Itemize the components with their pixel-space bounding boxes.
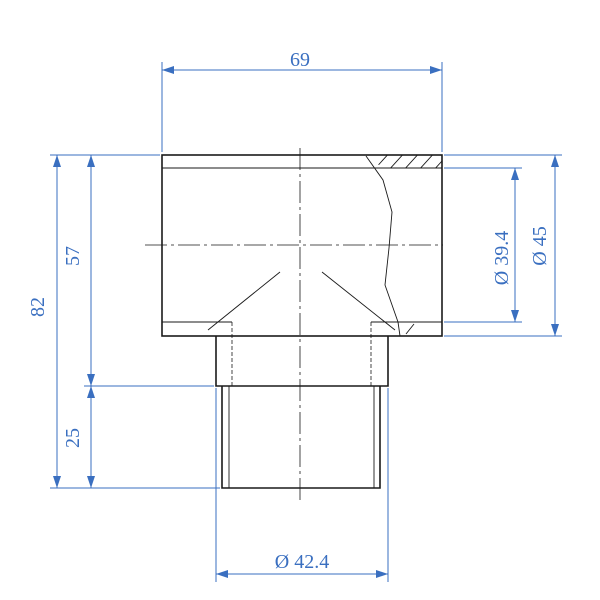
dimension-spigot-diameter-label: Ø 42.4 (275, 551, 329, 573)
intersection-line-left (207, 271, 281, 331)
dimension-top-width: 69 (161, 49, 443, 152)
spigot-outline (215, 336, 389, 387)
dimension-body-height-label: 57 (62, 246, 84, 266)
dimension-overall-height: 82 (27, 154, 220, 489)
spigot-tube-outline (221, 386, 381, 489)
part-body (161, 154, 443, 489)
intersection-line-right (321, 271, 396, 331)
dimension-spigot-diameter: Ø 42.4 (215, 388, 389, 582)
dimension-spigot-length-label: 25 (62, 428, 84, 448)
dimension-inner-diameter: Ø 39.4 (444, 167, 522, 323)
section-break-line (365, 155, 401, 337)
hatch-small-bottom (405, 323, 415, 335)
center-lines (145, 148, 443, 500)
dimension-overall-height-label: 82 (27, 297, 49, 317)
dimension-body-height: 57 (62, 155, 214, 387)
section-hatching (371, 155, 442, 168)
dimension-outer-diameter-label: Ø 45 (529, 226, 551, 265)
dimension-outer-diameter: Ø 45 (444, 154, 562, 337)
dimension-inner-diameter-label: Ø 39.4 (491, 231, 513, 285)
dimension-top-width-label: 69 (290, 49, 310, 71)
main-tube-outline (161, 154, 443, 337)
dimension-spigot-length: 25 (62, 386, 95, 488)
